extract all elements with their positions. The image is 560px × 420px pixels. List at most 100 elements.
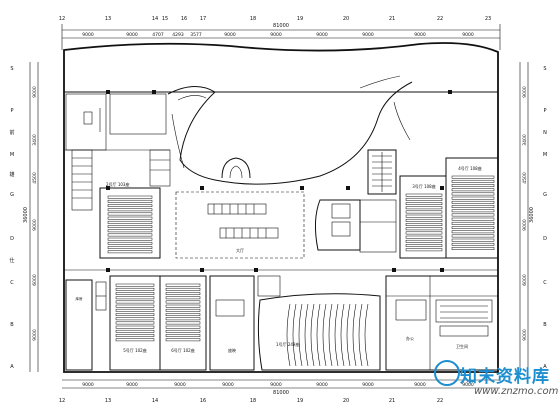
axis-label: 仕 [9, 257, 14, 264]
building-outline [63, 42, 499, 373]
axis-label: A [10, 364, 14, 370]
seat-row [115, 338, 155, 342]
escalator-lobby: 大厅 [175, 191, 305, 259]
axis-label: D [543, 236, 547, 242]
room-label: 3号厅 108座 [412, 183, 435, 189]
seat-row [405, 206, 443, 210]
axis-label: 12 [59, 398, 65, 404]
seat-rows [286, 303, 369, 367]
axis-label: 19 [297, 16, 303, 22]
seat-row [165, 283, 201, 287]
projection-room: 放映 [209, 275, 281, 371]
seat-row [107, 246, 153, 249]
seat-row [352, 303, 357, 367]
room-label: 4号厅 108座 [458, 165, 481, 171]
hall-2: 2号厅 103座 [99, 181, 161, 259]
seat-row [451, 209, 495, 213]
seat-row [451, 192, 495, 196]
room-label: 库房 [76, 296, 83, 301]
seat-row [405, 223, 443, 226]
seat-row [165, 338, 201, 342]
seat-row [165, 287, 201, 291]
seat-row [107, 237, 153, 241]
seat-row [451, 184, 495, 187]
entrance-arch [221, 157, 251, 179]
axis-label: 19 [297, 398, 303, 404]
seat-row [165, 329, 201, 333]
seat-row [165, 300, 201, 304]
dim-label: 6000 [32, 274, 38, 286]
seat-rows [115, 283, 155, 342]
axis-label: 前 [9, 129, 14, 136]
seat-row [405, 235, 443, 239]
dim-label: 4293 [172, 32, 184, 38]
dim-label: 9000 [82, 32, 94, 38]
seat-row [405, 193, 443, 197]
axis-label: 12 [59, 16, 65, 22]
seat-row [316, 303, 321, 367]
axis-label: P [10, 108, 13, 114]
hall-5: 5号厅 102座 [109, 275, 161, 371]
seat-row [340, 303, 345, 367]
seat-row [358, 303, 363, 367]
axis-label: P [543, 108, 546, 114]
axis-label: 18 [250, 398, 256, 404]
dim-label: 9000 [270, 382, 282, 388]
seat-row [115, 317, 155, 321]
dim-label: 6000 [522, 274, 528, 286]
dim-label: 9000 [222, 382, 234, 388]
left-axis-labels: S P 前 M 雄 G D 仕 C B A [9, 66, 14, 370]
axis-label: 22 [437, 16, 443, 22]
seat-rows [165, 283, 201, 342]
right-dimension-chain: 36000 9000 3400 4500 9000 6000 9000 S P … [519, 62, 547, 372]
dim-label: 9000 [522, 86, 528, 98]
hall-3: 3号厅 108座 [399, 175, 447, 259]
room-label: 6号厅 102座 [171, 347, 194, 353]
axis-label: D [10, 236, 14, 242]
seat-row [451, 196, 495, 200]
seat-row [451, 242, 495, 246]
seat-row [165, 325, 201, 329]
seat-row [405, 214, 443, 218]
seat-row [165, 321, 201, 325]
top-total-dimension: 81000 [273, 23, 289, 29]
left-upper-rooms [64, 93, 171, 211]
axis-label: G [10, 192, 14, 198]
axis-label: G [543, 192, 547, 198]
dim-label: 9000 [82, 382, 94, 388]
hall-6: 6号厅 102座 [159, 275, 207, 371]
axis-label: 13 [105, 398, 111, 404]
seat-row [451, 221, 495, 225]
seat-row [107, 212, 153, 216]
seat-row [451, 238, 495, 242]
dim-label: 9000 [270, 32, 282, 38]
seat-row [405, 202, 443, 205]
seat-row [451, 217, 495, 221]
seat-row [115, 313, 155, 316]
seat-row [107, 220, 153, 224]
seat-row [451, 247, 495, 250]
seat-row [165, 296, 201, 300]
dim-label: 9000 [414, 32, 426, 38]
axis-label: 21 [389, 398, 395, 404]
watermark: 知末资料库 www.znzmo.com [434, 358, 558, 418]
seat-row [451, 175, 495, 179]
atrium-curves [167, 75, 413, 185]
dim-label: 3400 [32, 134, 38, 146]
seat-row [405, 210, 443, 214]
dim-label: 9000 [224, 32, 236, 38]
seat-row [107, 199, 153, 203]
seat-row [107, 216, 153, 220]
dim-label: 3577 [190, 32, 202, 38]
seat-row [115, 296, 155, 300]
seat-row [451, 200, 495, 204]
seat-row [364, 303, 369, 367]
axis-label: 14 [152, 398, 158, 404]
dim-label: 4500 [32, 172, 38, 184]
axis-label: N [543, 130, 547, 136]
seat-row [115, 304, 155, 308]
axis-label: 21 [389, 16, 395, 22]
seat-row [165, 304, 201, 308]
axis-label: 15 [162, 16, 168, 22]
